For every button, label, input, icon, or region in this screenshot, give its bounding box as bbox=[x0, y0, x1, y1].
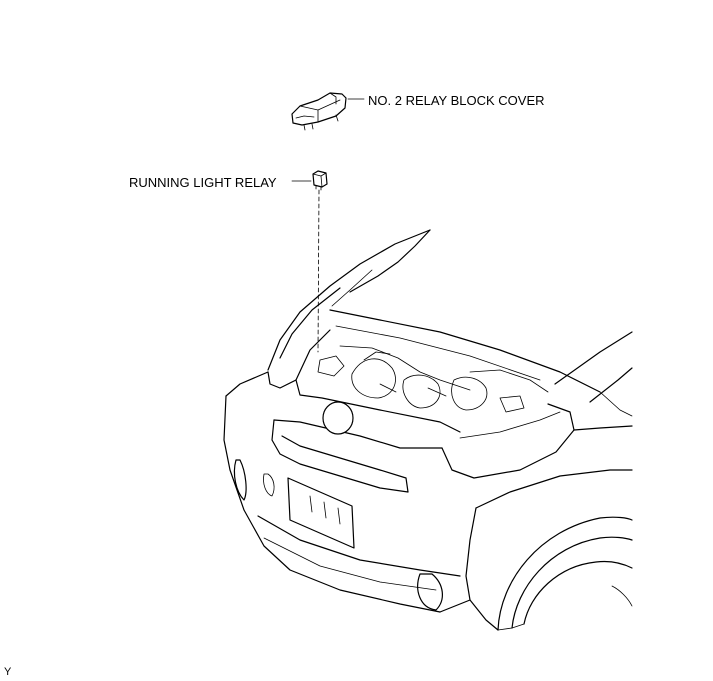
figure-code-label: Y bbox=[4, 666, 12, 678]
relay-location-dashed-line bbox=[317, 189, 320, 353]
relay-block-cover-part bbox=[291, 92, 347, 131]
vehicle-front-line-art bbox=[223, 229, 633, 631]
relay-block-cover-label: NO. 2 RELAY BLOCK COVER bbox=[368, 93, 545, 108]
running-light-relay-part bbox=[312, 170, 328, 191]
running-light-relay-label: RUNNING LIGHT RELAY bbox=[129, 175, 277, 190]
